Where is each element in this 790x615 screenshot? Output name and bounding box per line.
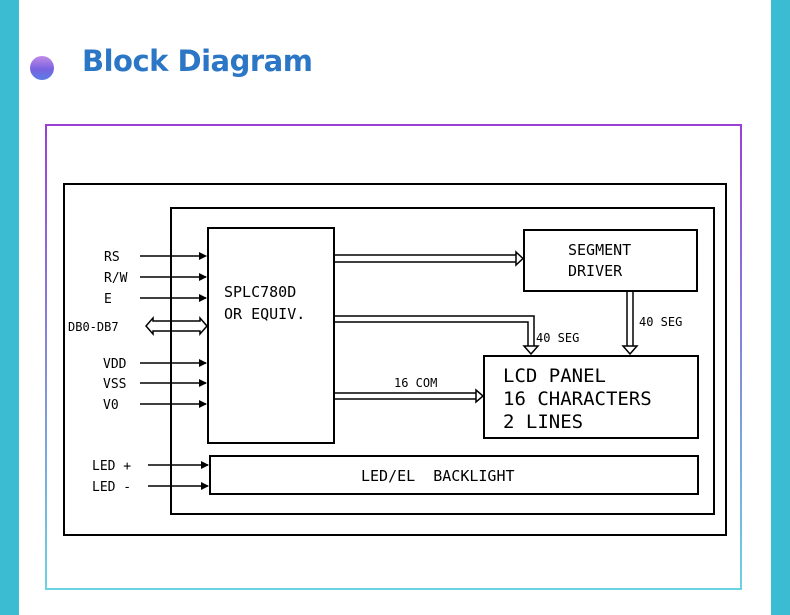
v0-label: V0 <box>103 398 119 413</box>
left-accent-bar <box>0 0 19 615</box>
input-arrows <box>140 252 209 490</box>
controller-block <box>207 227 335 444</box>
lcd-panel-block <box>483 355 699 439</box>
vdd-label: VDD <box>103 357 127 372</box>
right-accent-bar <box>771 0 790 615</box>
led-minus-label: LED - <box>92 480 131 495</box>
module-box <box>170 207 715 515</box>
seg-left-label: 40 SEG <box>536 331 579 345</box>
lcd-panel-line1: LCD PANEL <box>503 365 606 387</box>
e-label: E <box>104 292 112 307</box>
segment-driver-line2: DRIVER <box>568 262 623 280</box>
controller-line2: OR EQUIV. <box>224 305 305 323</box>
lcd-panel-line3: 2 LINES <box>503 411 583 433</box>
rw-label: R/W <box>104 271 128 286</box>
segment-driver-block <box>523 229 698 292</box>
outer-box <box>63 183 727 536</box>
bus-arrows <box>335 250 639 404</box>
backlight-label: LED/EL BACKLIGHT <box>361 467 515 485</box>
title-bullet-icon <box>30 56 54 80</box>
page-title: Block Diagram <box>82 44 313 78</box>
led-plus-label: LED + <box>92 459 131 474</box>
rs-label: RS <box>104 250 120 265</box>
controller-line1: SPLC780D <box>224 283 296 301</box>
seg-right-label: 40 SEG <box>639 315 682 329</box>
vss-label: VSS <box>103 377 126 392</box>
segment-driver-line1: SEGMENT <box>568 241 631 259</box>
com-label: 16 COM <box>394 376 437 390</box>
data-bus-arrow <box>145 316 208 336</box>
backlight-block <box>209 455 699 495</box>
lcd-panel-line2: 16 CHARACTERS <box>503 388 652 410</box>
bus-label: DB0-DB7 <box>68 320 119 334</box>
